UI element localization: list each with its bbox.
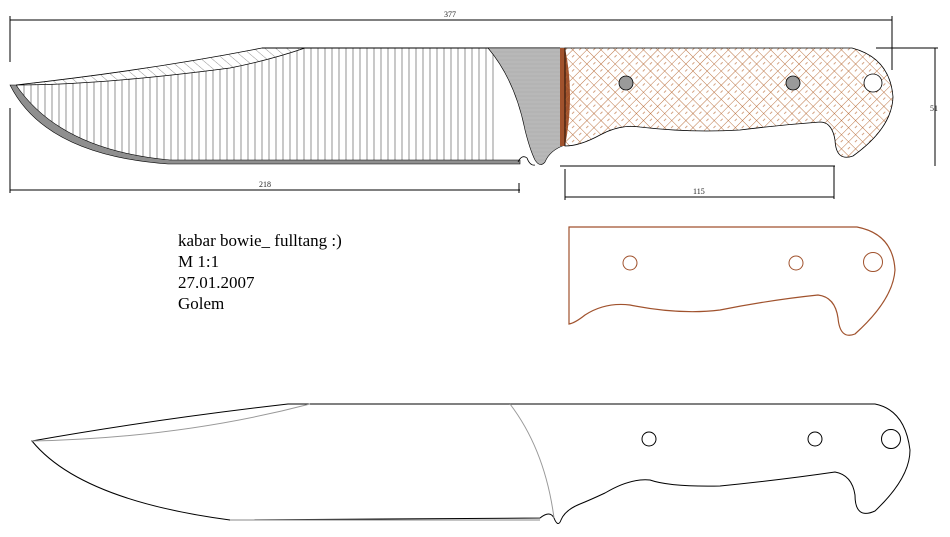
title-block: kabar bowie_ fulltang :) M 1:1 27.01.200… bbox=[178, 230, 342, 314]
handle-pin-rear bbox=[785, 75, 801, 91]
lanyard-hole bbox=[863, 73, 883, 93]
blade-cutting-edge bbox=[9, 84, 521, 165]
handle-scale-template bbox=[568, 226, 896, 336]
tang-hole-front bbox=[641, 431, 657, 447]
drawing-title: kabar bowie_ fulltang :) bbox=[178, 231, 342, 250]
choil bbox=[517, 156, 536, 166]
ricasso-area bbox=[487, 47, 566, 165]
dim-label-51: 51 bbox=[930, 104, 938, 113]
dim-label-115: 115 bbox=[693, 187, 705, 196]
handle-pin-front bbox=[618, 75, 634, 91]
tang-hole-rear bbox=[807, 431, 823, 447]
dimension-handle-height: 51 bbox=[876, 47, 938, 166]
assembled-knife-view: 377 218 115 51 bbox=[9, 10, 938, 200]
dim-label-218: 218 bbox=[259, 180, 271, 189]
tang-lanyard-hole bbox=[881, 429, 901, 449]
full-tang-outline bbox=[31, 403, 911, 524]
drawing-date: 27.01.2007 bbox=[178, 273, 255, 292]
template-hole-front bbox=[622, 255, 638, 271]
template-lanyard-hole bbox=[863, 252, 883, 272]
dimension-overall-length: 377 bbox=[9, 10, 893, 193]
dim-label-377: 377 bbox=[444, 10, 456, 19]
template-hole-rear bbox=[788, 255, 804, 271]
drawing-author: Golem bbox=[178, 294, 225, 313]
dimension-handle-length: 115 bbox=[560, 165, 835, 200]
drawing-scale: M 1:1 bbox=[178, 252, 220, 271]
handle-scale bbox=[564, 47, 894, 158]
dimension-blade-length: 218 bbox=[10, 180, 520, 193]
